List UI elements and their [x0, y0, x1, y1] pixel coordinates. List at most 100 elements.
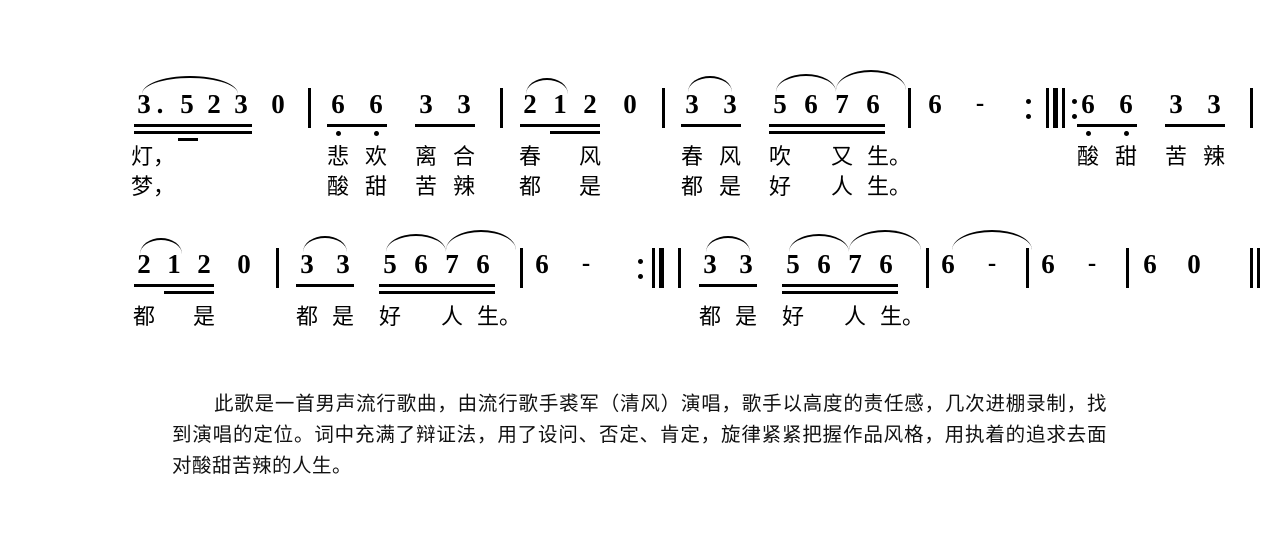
lyric-syllable: 都: [132, 305, 155, 330]
slur-arc: [446, 230, 516, 250]
note-dash: -: [975, 90, 985, 117]
beam-line: [550, 131, 600, 134]
lyrics-row-2-line-1: 都是都是好人生。都是好人生。: [130, 304, 1150, 334]
lyric-syllable: 甜: [1114, 145, 1137, 170]
note-number: 6: [817, 249, 831, 279]
barline: [662, 88, 665, 128]
barline: [908, 88, 911, 128]
lyric-syllable: 悲: [326, 145, 349, 170]
note-number: 6: [941, 249, 955, 279]
lyric-syllable: 生。: [867, 145, 912, 170]
slur-arc: [386, 234, 446, 252]
beam-line: [769, 131, 885, 134]
lyric-syllable: 风: [718, 145, 741, 170]
note-number: 2: [583, 89, 597, 119]
repeat-dot: [638, 259, 643, 264]
octave-dot-low: [373, 131, 379, 136]
lyric-syllable: 人: [440, 305, 463, 330]
beam-line: [1165, 124, 1225, 127]
lyric-syllable: 是: [331, 305, 354, 330]
repeat-bar: [659, 248, 664, 288]
note-rest: 0: [271, 89, 285, 119]
beam-line: [134, 284, 214, 287]
beam-line: [782, 291, 898, 294]
lyric-syllable: 人: [830, 175, 853, 200]
lyric-syllable: 甜: [364, 175, 387, 200]
beam-line: [296, 284, 354, 287]
beam-line: [415, 124, 475, 127]
lyric-syllable: 好: [378, 305, 401, 330]
lyric-syllable: 人: [843, 305, 866, 330]
note-number: 7: [445, 249, 459, 279]
final-barline-stroke: [1250, 248, 1253, 288]
beam-line: [769, 124, 885, 127]
repeat-sign-end-repeat: [638, 248, 666, 288]
lyric-syllable: 是: [718, 175, 741, 200]
note-number: 6: [1081, 89, 1095, 119]
note-number: 7: [848, 249, 862, 279]
barline: [520, 248, 523, 288]
note-rest: 0: [237, 249, 251, 279]
repeat-bar: [652, 248, 655, 288]
barline: [1126, 248, 1129, 288]
note-number: 3: [336, 249, 350, 279]
note-number: 6: [331, 89, 345, 119]
beam-line: [520, 124, 600, 127]
note-number: 6: [879, 249, 893, 279]
lyric-syllable: 又: [830, 145, 853, 170]
lyrics-row-2-line-2: [130, 334, 1150, 364]
repeat-dot: [1072, 114, 1077, 119]
lyric-syllable: 好: [768, 175, 791, 200]
note-number: 2: [523, 89, 537, 119]
lyric-syllable: 合: [452, 145, 475, 170]
repeat-bar: [1062, 88, 1065, 128]
barline: [1026, 248, 1029, 288]
beam-line: [178, 138, 198, 141]
beam-line: [1077, 124, 1137, 127]
lyric-syllable: 生。: [477, 305, 522, 330]
repeat-bar: [1046, 88, 1049, 128]
lyric-syllable: 苦: [1164, 145, 1187, 170]
lyrics-row-1-line-2: 梦，酸甜苦辣都是都是好人生。: [130, 174, 1150, 204]
lyric-syllable: 生。: [867, 175, 912, 200]
note-dash: -: [987, 250, 997, 277]
repeat-bar: [1053, 88, 1058, 128]
barline: [678, 248, 681, 288]
lyric-syllable: 吹: [768, 145, 791, 170]
lyric-syllable: 苦: [414, 175, 437, 200]
note-number: 2: [207, 89, 221, 119]
note-number: 6: [476, 249, 490, 279]
note-number: 6: [369, 89, 383, 119]
note-rest: 0: [1187, 249, 1201, 279]
note-number: 2: [197, 249, 211, 279]
slur-arc: [140, 238, 182, 254]
lyric-syllable: 是: [192, 305, 215, 330]
repeat-sign-double-repeat: [1026, 88, 1078, 128]
note-number: 3: [300, 249, 314, 279]
slur-arc: [706, 236, 750, 252]
slur-arc: [952, 230, 1032, 250]
note-dash: -: [1087, 250, 1097, 277]
note-number: 5: [786, 249, 800, 279]
beam-line: [134, 124, 252, 127]
lyric-syllable: 春: [680, 145, 703, 170]
lyric-syllable: 是: [734, 305, 757, 330]
note-number: 3: [1169, 89, 1183, 119]
barline: [500, 88, 503, 128]
lyric-syllable: 都: [295, 305, 318, 330]
note-number: 6: [928, 89, 942, 119]
note-number: 3: [723, 89, 737, 119]
beam-line: [681, 124, 741, 127]
barline: [1250, 88, 1253, 128]
lyrics-row-1-line-1: 灯，悲欢离合春风春风吹又生。酸甜苦辣: [130, 144, 1225, 174]
note-number: 3: [419, 89, 433, 119]
note-number: 3: [685, 89, 699, 119]
barline: [926, 248, 929, 288]
beam-line: [379, 284, 495, 287]
augmentation-dot: .: [156, 89, 164, 119]
octave-dot-low: [335, 131, 341, 136]
slur-arc: [688, 76, 732, 92]
